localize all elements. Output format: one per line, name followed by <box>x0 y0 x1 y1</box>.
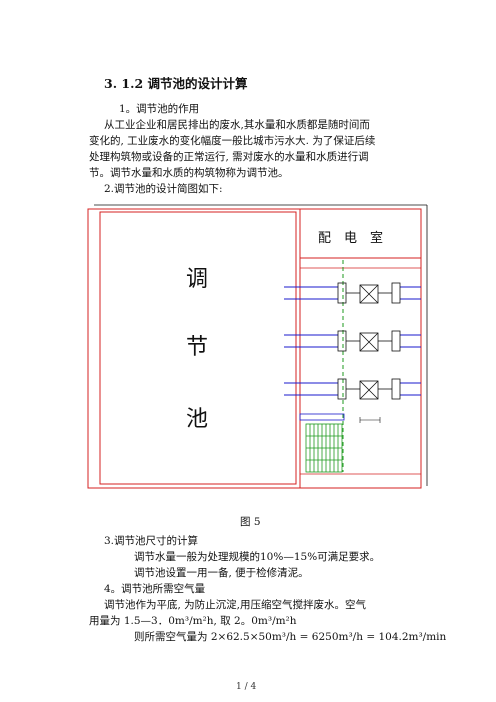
page-number: 1 / 4 <box>236 682 257 692</box>
blower-unit-2 <box>284 330 421 352</box>
intro-line-4: 节。调节水量和水质的构筑物称为调节池。 <box>89 167 289 179</box>
intro-title: 1。调节池的作用 <box>119 103 200 115</box>
intro-line-3: 处理构筑物或设备的正常运行, 需对废水的水量和水质进行调 <box>89 151 369 163</box>
intro-line-2: 变化的, 工业废水的变化幅度一般比城市污水大. 为了保证后续 <box>89 135 376 147</box>
section4-title: 4。调节池所需空气量 <box>104 583 206 595</box>
section4-line-1: 调节池作为平底, 为防止沉淀,用压缩空气搅拌废水。空气 <box>104 599 367 611</box>
pool-char-3: 池 <box>186 407 208 432</box>
section-heading: 3. 1.2 调节池的设计计算 <box>104 76 248 91</box>
pool-char-2: 节 <box>186 335 208 360</box>
pool-char-1: 调 <box>186 267 208 292</box>
section4-line-2: 用量为 1.5—3．0m³/m²h, 取 2。0m³/m²h <box>89 615 297 627</box>
section3-line-2: 调节池设置一用一备, 便于检修清泥。 <box>134 567 309 579</box>
intro-line-1: 从工业企业和居民排出的废水,其水量和水质都是随时间而 <box>104 119 370 131</box>
room-label: 配 电 室 <box>318 230 383 246</box>
blower-unit-3 <box>284 378 421 400</box>
blower-unit-1 <box>284 282 421 304</box>
section3-title: 3.调节池尺寸的计算 <box>104 535 199 547</box>
section3-line-1: 调节水量一般为处理规模的10%—15%可满足要求。 <box>134 551 381 563</box>
sketch-intro: 2.调节池的设计简图如下: <box>104 183 223 195</box>
section4-line-3: 则所需空气量为 2×62.5×50m³/h = 6250m³/h = 104.2… <box>134 631 447 643</box>
figure-caption: 图 5 <box>240 516 261 528</box>
